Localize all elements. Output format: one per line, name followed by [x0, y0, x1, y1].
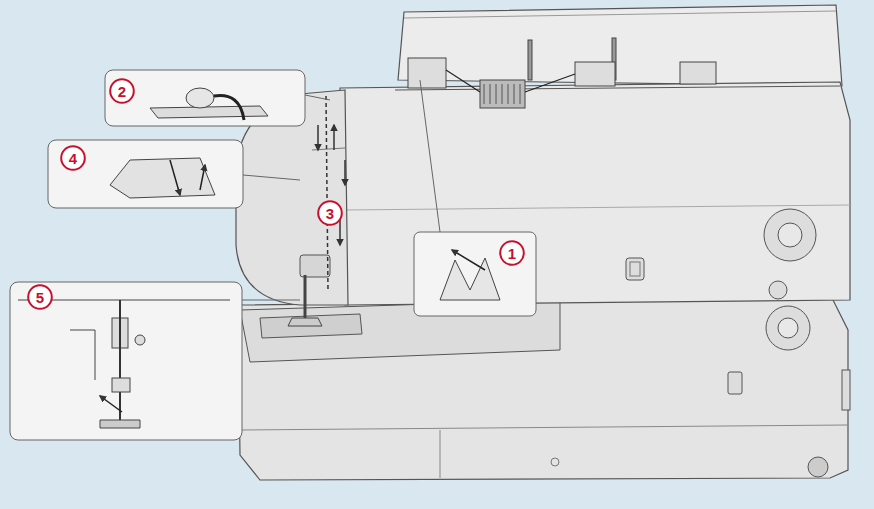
lid-edge — [404, 11, 836, 18]
inset-leader — [242, 300, 300, 301]
inset-leader — [305, 95, 330, 100]
callout-number: 3 — [326, 206, 334, 221]
machine-base — [238, 298, 848, 480]
small-knob — [769, 281, 787, 299]
inset-frame — [414, 232, 536, 316]
vent — [808, 457, 828, 477]
hand-wheel-hub — [778, 223, 802, 247]
winder-stop — [680, 62, 716, 84]
presser-foot — [100, 420, 140, 428]
thread-path — [326, 96, 328, 290]
circle-outline — [110, 79, 134, 103]
top-edge — [395, 86, 840, 90]
tension-disc — [186, 88, 214, 108]
thread-arrow — [200, 165, 205, 190]
circle-outline — [28, 285, 52, 309]
thread-arrow — [339, 220, 341, 245]
window-inner — [630, 262, 640, 276]
thread-arrow — [333, 125, 335, 150]
presser-foot — [288, 318, 322, 326]
stitch-dial — [766, 306, 810, 350]
needle-guide — [112, 378, 130, 392]
hand-wheel — [764, 209, 816, 261]
thread-arrow — [317, 125, 319, 150]
thread — [214, 96, 244, 121]
arm-seam — [345, 205, 850, 210]
base-seam — [440, 430, 441, 478]
thread-guide — [408, 58, 446, 88]
inset-frame — [10, 282, 242, 440]
window — [626, 258, 644, 280]
circle-outline — [500, 241, 524, 265]
thread-spool — [480, 80, 525, 108]
callout-circle: 3 — [317, 200, 343, 226]
head-light — [300, 255, 330, 277]
clamp-screw — [135, 335, 145, 345]
socket — [842, 370, 850, 410]
needle-bar — [304, 275, 307, 322]
spool-thread — [484, 84, 520, 104]
thread-line — [446, 70, 575, 92]
spool-pin — [528, 40, 532, 80]
tension-plate — [150, 106, 268, 118]
circle-outline — [318, 201, 342, 225]
circle-outline — [61, 146, 85, 170]
base-hole — [551, 458, 559, 466]
base-seam — [240, 425, 848, 430]
top-lid — [398, 5, 842, 86]
callout-number: 2 — [118, 84, 126, 99]
thread-arrow — [452, 250, 485, 270]
bobbin-winder — [575, 62, 615, 86]
needle-plate — [260, 314, 362, 338]
inset-leader — [420, 80, 440, 232]
power-switch — [728, 372, 742, 394]
callout-number: 1 — [508, 246, 516, 261]
take-up-lever — [110, 158, 215, 198]
callout-number: 5 — [36, 290, 44, 305]
thread-arrow — [344, 160, 346, 185]
thread-arrow — [100, 396, 122, 412]
callout-number: 4 — [69, 151, 77, 166]
callout-circle: 1 — [499, 240, 525, 266]
callout-circle: 5 — [27, 284, 53, 310]
inset-frame — [48, 140, 243, 208]
head-slot — [312, 148, 345, 150]
callout-circle: 2 — [109, 78, 135, 104]
thread-guide — [440, 258, 500, 300]
inset-frame — [105, 70, 305, 126]
stitch-dial-hub — [778, 318, 798, 338]
needle — [119, 300, 121, 420]
thread-guide — [70, 330, 95, 380]
callout-circle: 4 — [60, 145, 86, 171]
inset-leader — [243, 175, 300, 180]
thread-arrow — [170, 160, 180, 195]
